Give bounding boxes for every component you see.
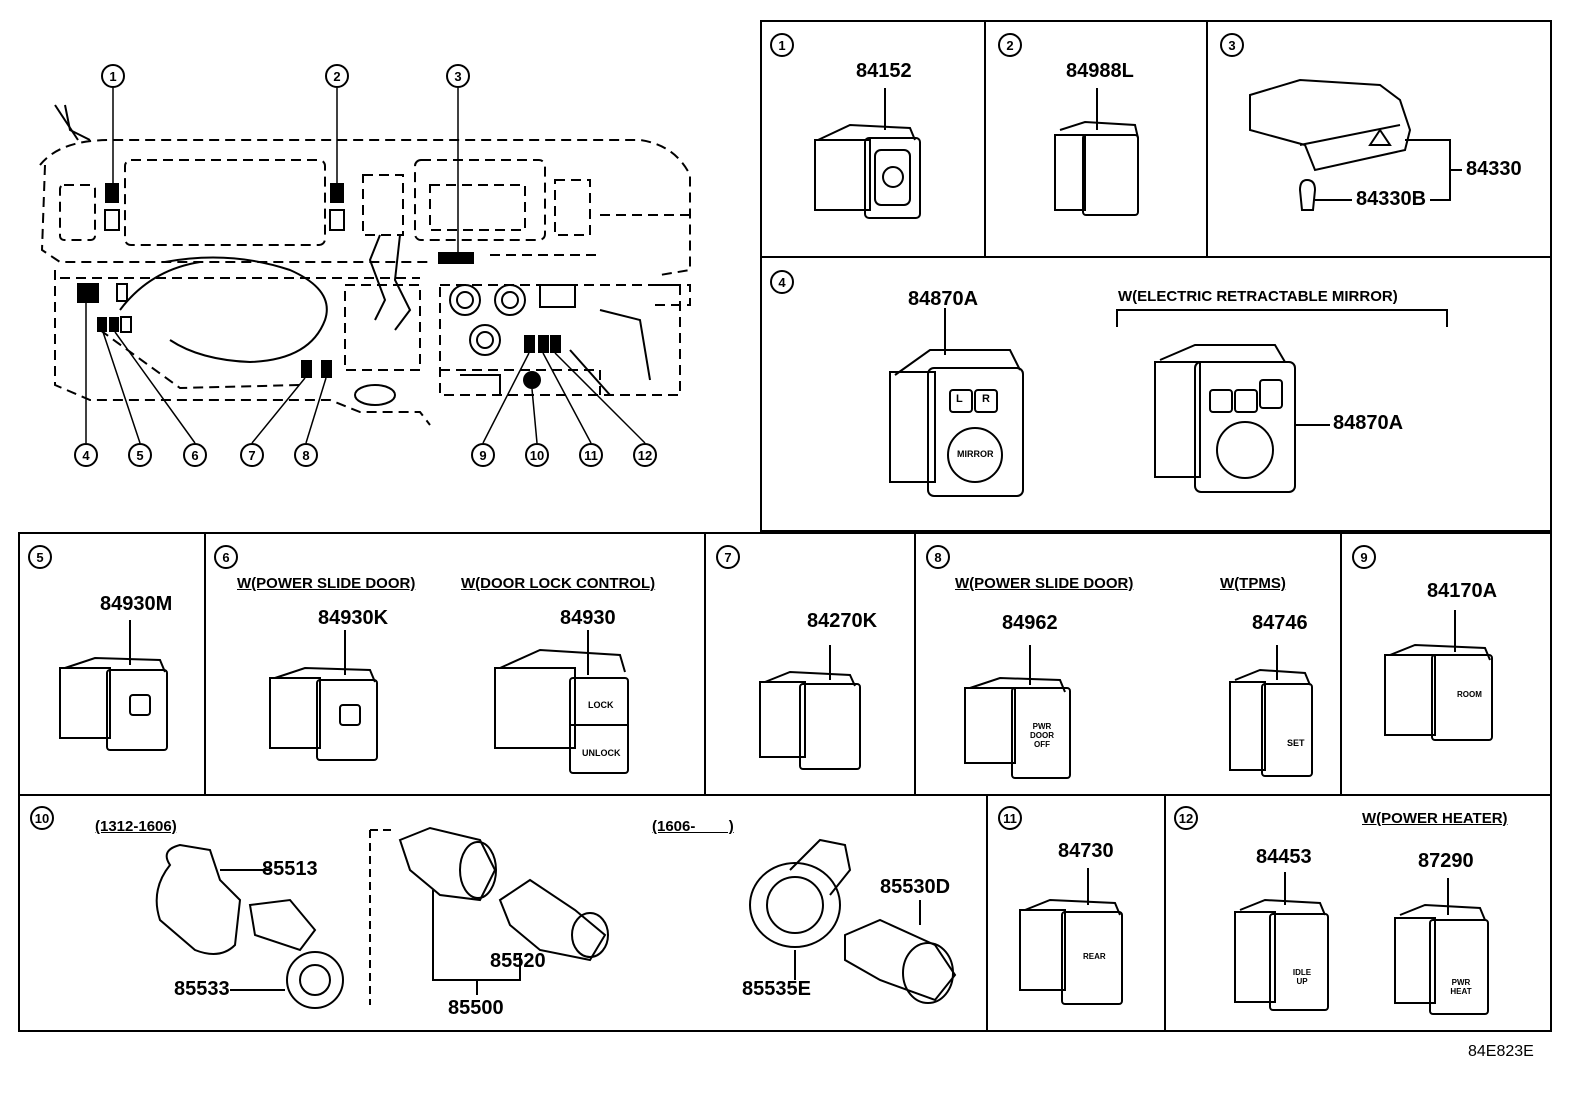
callout-4: 4: [74, 443, 98, 467]
callout-10: 10: [525, 443, 549, 467]
pwr-heat-label: PWR HEAT: [1450, 978, 1472, 996]
panel-1-number: 1: [770, 33, 794, 57]
switch-84330-drawing: [1249, 78, 1462, 211]
switch-84962-drawing: [964, 645, 1071, 779]
dashboard-solid-lines: [54, 104, 651, 406]
mirror-label-l: L: [956, 393, 963, 405]
switch-87290-drawing: [1394, 878, 1489, 1015]
part-number-85530D: 85530D: [880, 876, 951, 898]
switch-84746-drawing: [1229, 645, 1313, 777]
mirror-label-r: R: [982, 393, 990, 405]
panel-11-number: 11: [998, 806, 1022, 830]
part-number-84270K: 84270K: [807, 610, 878, 632]
panel-3-number: 3: [1220, 33, 1244, 57]
panel-2: [984, 20, 1208, 258]
socket-85530D-drawing: [844, 900, 957, 1004]
switch-84152-drawing: [814, 88, 921, 219]
part-number-84730: 84730: [1058, 840, 1114, 862]
part-number-84330B: 84330B: [1356, 188, 1427, 210]
switch-84930-drawing: [494, 630, 629, 774]
panel-12-number: 12: [1174, 806, 1198, 830]
switch-84453-drawing: [1234, 872, 1329, 1011]
switch-84988L-drawing: [1054, 88, 1139, 216]
part-number-84930M: 84930M: [100, 593, 173, 615]
lock-label: LOCK: [588, 700, 614, 710]
part-number-84930K: 84930K: [318, 607, 389, 629]
switch-84170A-drawing: [1384, 610, 1493, 741]
unlock-label: UNLOCK: [582, 748, 621, 758]
panel-7: [704, 532, 916, 796]
part-number-84870A-retract: 84870A: [1333, 412, 1404, 434]
socket-85535E-drawing: [749, 838, 852, 980]
panel-9-number: 9: [1352, 545, 1376, 569]
panel-10-number: 10: [30, 806, 54, 830]
pwr-door-off-label: PWR DOOR OFF: [1030, 722, 1054, 749]
rear-label: REAR: [1083, 952, 1106, 961]
part-number-87290: 87290: [1418, 850, 1474, 872]
room-label: ROOM: [1457, 690, 1482, 699]
note-electric-retractable-mirror: W(ELECTRIC RETRACTABLE MIRROR): [1118, 288, 1398, 305]
note-power-slide-door-6: W(POWER SLIDE DOOR): [237, 575, 416, 592]
idle-up-label: IDLE UP: [1292, 968, 1312, 986]
lighter-85533-drawing: [230, 898, 344, 1009]
callout-5: 5: [128, 443, 152, 467]
part-number-85533: 85533: [174, 978, 230, 1000]
note-tpms: W(TPMS): [1220, 575, 1286, 592]
part-number-85520: 85520: [490, 950, 546, 972]
lighter-85513-drawing: [155, 843, 270, 955]
note-door-lock-control: W(DOOR LOCK CONTROL): [461, 575, 656, 592]
part-number-85535E: 85535E: [742, 978, 811, 1000]
callout-11: 11: [579, 443, 603, 467]
part-number-84988L: 84988L: [1066, 60, 1134, 82]
panel-6-number: 6: [214, 545, 238, 569]
panel-8: [914, 532, 1342, 796]
panel-5-number: 5: [28, 545, 52, 569]
switch-84270K-drawing: [759, 645, 861, 770]
part-number-84170A: 84170A: [1427, 580, 1498, 602]
callout-9: 9: [471, 443, 495, 467]
note-1312-1606: (1312-1606): [95, 818, 177, 835]
part-number-85513: 85513: [262, 858, 318, 880]
panel-2-number: 2: [998, 33, 1022, 57]
part-number-84930: 84930: [560, 607, 616, 629]
part-number-84453: 84453: [1256, 846, 1312, 868]
part-number-85500: 85500: [448, 997, 504, 1019]
panel-10: [18, 794, 988, 1032]
diagram-reference-code: 84E823E: [1468, 1043, 1534, 1060]
note-power-heater: W(POWER HEATER): [1362, 810, 1508, 827]
callout-2: 2: [325, 64, 349, 88]
part-number-84330: 84330: [1466, 158, 1522, 180]
dashboard-drawing: [39, 139, 691, 426]
panel-9: [1340, 532, 1552, 796]
note-1606: (1606- ): [652, 818, 734, 835]
panel-5: [18, 532, 206, 796]
dashboard-switch-markers: [77, 183, 561, 389]
part-number-84962: 84962: [1002, 612, 1058, 634]
lighter-dashed-link: [369, 829, 395, 1005]
panel-7-number: 7: [716, 545, 740, 569]
set-label: SET: [1287, 738, 1305, 748]
part-number-84746: 84746: [1252, 612, 1308, 634]
lighter-85500-drawing: [398, 826, 609, 995]
switch-84930K-drawing: [269, 630, 378, 761]
dashboard-leaders: [85, 88, 646, 444]
callout-6: 6: [183, 443, 207, 467]
part-number-84152: 84152: [856, 60, 912, 82]
mirror-label-mirror: MIRROR: [957, 449, 994, 459]
part-number-84870A-std: 84870A: [908, 288, 979, 310]
callout-3: 3: [446, 64, 470, 88]
callout-12: 12: [633, 443, 657, 467]
panel-8-number: 8: [926, 545, 950, 569]
panel-4-number: 4: [770, 270, 794, 294]
callout-1: 1: [101, 64, 125, 88]
switch-84930M-drawing: [59, 620, 168, 751]
note-power-slide-door-8: W(POWER SLIDE DOOR): [955, 575, 1134, 592]
callout-8: 8: [294, 443, 318, 467]
switch-84730-drawing: [1019, 868, 1123, 1005]
callout-7: 7: [240, 443, 264, 467]
switch-84870A-drawing: [889, 308, 1448, 497]
dashboard-open-markers: [104, 209, 345, 333]
